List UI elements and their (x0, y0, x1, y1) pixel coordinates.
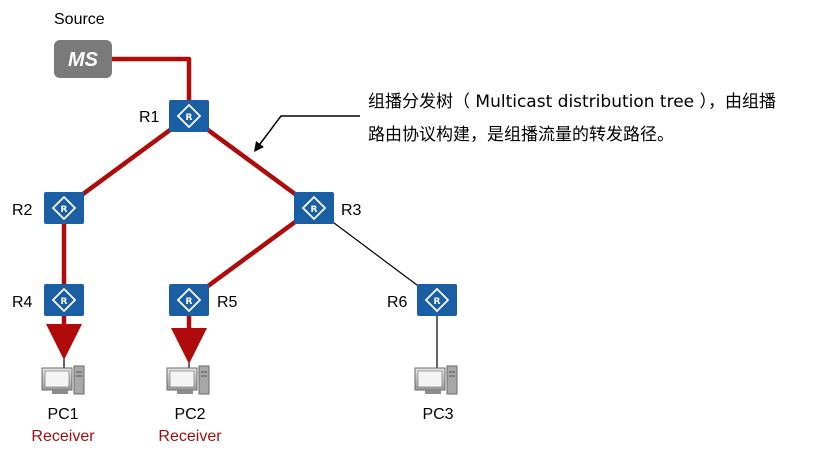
svg-text:R: R (61, 297, 68, 307)
router-label-r5: R5 (217, 294, 238, 311)
router-label-r4: R4 (12, 294, 33, 311)
pc-icon-pc3 (414, 365, 458, 395)
router-r2: R (44, 192, 84, 224)
router-label-r2: R2 (12, 202, 33, 219)
annotation-pointer-arrow (254, 115, 360, 152)
annotation-line-1: 组播分发树（ Multicast distribution tree ），由组播 (368, 92, 777, 112)
router-label-r1: R1 (139, 109, 160, 126)
router-label-r6: R6 (387, 294, 408, 311)
tree-r3-to-r5 (187, 206, 316, 302)
multicast-distribution-tree (46, 56, 316, 364)
router-r1: R (169, 100, 209, 132)
source-ms-badge (54, 40, 112, 78)
physical-links (63, 115, 438, 368)
router-r5: R (169, 284, 209, 316)
svg-text:R: R (61, 205, 68, 215)
pc-label-pc1: PC1 (47, 406, 78, 423)
pc-label-pc2: PC2 (174, 406, 205, 423)
source-label: Source (54, 11, 105, 28)
annotation-line-2: 路由协议构建，是组播流量的转发路径。 (368, 125, 674, 145)
svg-text:R: R (186, 113, 193, 123)
tree-source-to-r1 (112, 56, 192, 116)
router-label-r3: R3 (341, 202, 362, 219)
svg-text:R: R (434, 297, 441, 307)
tree-r1-to-r2 (62, 114, 191, 210)
tree-r1-to-r3 (187, 114, 316, 210)
pc-icon-pc1 (41, 365, 85, 395)
router-r3: R (294, 192, 334, 224)
pc-label-pc3: PC3 (422, 406, 453, 423)
link-r3-r6 (313, 207, 438, 301)
source-ms-badge-text: MS (68, 49, 99, 71)
router-r4: R (44, 284, 84, 316)
annotation-text: 组播分发树（ Multicast distribution tree ），由组播… (368, 86, 838, 152)
router-r6: R (417, 284, 457, 316)
pc-role-pc1: Receiver (31, 428, 95, 445)
svg-text:R: R (186, 297, 193, 307)
pc-role-pc2: Receiver (158, 428, 222, 445)
svg-text:R: R (311, 205, 318, 215)
pc-icon-pc2 (166, 365, 210, 395)
